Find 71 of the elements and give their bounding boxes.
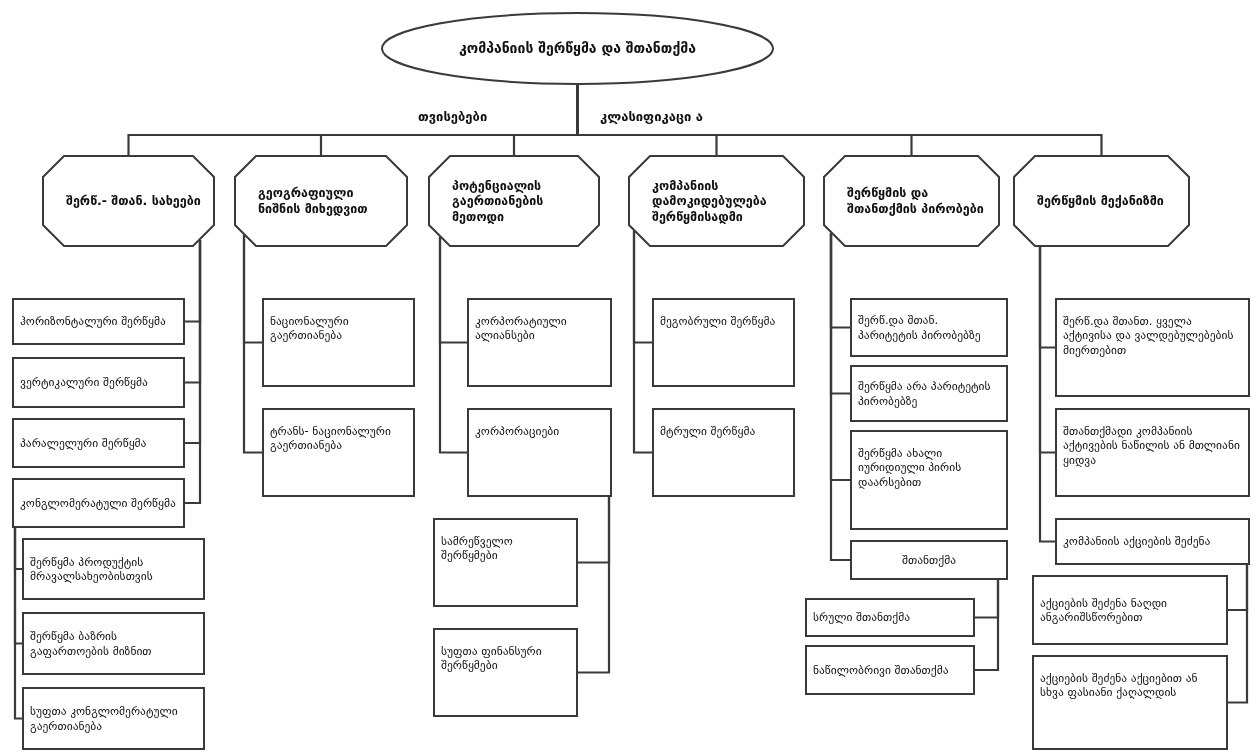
connector-line xyxy=(242,235,262,454)
box-text: შერწ.და შთან. პარიტეტის პირობებზე xyxy=(858,313,982,342)
category-box xyxy=(262,408,415,497)
category-heading: კომპანიის დამოკიდებულება შერწყმისადმი xyxy=(652,177,768,225)
connector-line xyxy=(632,231,652,454)
category-box xyxy=(262,298,415,387)
category-heading: შერწ.- შთან. სახეები xyxy=(66,193,201,209)
category-box xyxy=(12,298,185,345)
root-title: კომპანიის შერწყმა და შთანთქმა xyxy=(459,39,696,58)
box-text: შერწყმა ახალი იურიდიული პირის დაარსებით xyxy=(858,446,963,490)
category-box xyxy=(433,518,578,607)
category-box xyxy=(850,298,1008,357)
box-text: შთანთქმა xyxy=(902,552,956,568)
category-box xyxy=(805,598,975,637)
category-heading: გეოგრაფიული ნიშნის მიხედვით xyxy=(258,185,369,217)
box-text: აქციების შეძენა აქციებით ან სხვა ფასიანი ქაღალდის xyxy=(1040,671,1199,700)
category-box xyxy=(22,538,205,600)
category-box xyxy=(805,645,975,695)
box-text: მეგობრული შერწყმა xyxy=(660,314,776,329)
box-text: სამრეწველო შერწყმები xyxy=(441,534,514,563)
category-heading: პოტენციალის გაერთიანების მეთოდი xyxy=(452,177,545,225)
category-box xyxy=(1055,518,1250,565)
box-text: პარალელური შერწყმა xyxy=(20,435,147,451)
connector-line xyxy=(975,580,1000,672)
box-text: სუფთა ფინანსური შერწყმები xyxy=(441,644,543,673)
box-text: კორპორატიული ალიანსები xyxy=(475,314,568,343)
category-box xyxy=(1055,298,1250,397)
category-box xyxy=(12,357,185,408)
box-text: ვერტიკალური შერწყმა xyxy=(20,375,148,390)
connector-line xyxy=(185,240,202,505)
category-box xyxy=(12,418,185,468)
box-text: შთანთქმადი კომპანიის აქტივების ნაწილის ან მთლიანი ყიდვა xyxy=(1063,424,1241,468)
box-text: ნაციონალური გაერთიანება xyxy=(270,314,350,343)
connector-line xyxy=(578,497,611,674)
box-text: სრული შთანთქმა xyxy=(813,610,910,625)
box-text: კონგლომერატული შერწყმა xyxy=(20,495,176,511)
branch-label: კლასიფიკაცი ა xyxy=(600,109,704,124)
category-box xyxy=(850,365,1008,422)
branch-label: თვისებები xyxy=(418,109,488,124)
box-text: აქციების შეძენა ნაღდი ანგარიშსწორებით xyxy=(1040,595,1169,625)
category-box xyxy=(22,612,205,675)
category-box xyxy=(652,408,795,497)
box-text: შერწყმა პროდუქტის მრავალსახეობისთვის xyxy=(30,554,154,584)
category-box xyxy=(850,540,1008,580)
connector-line xyxy=(13,528,22,720)
category-box xyxy=(652,298,795,387)
box-text: შერწყმა არა პარიტეტის პირობებზე xyxy=(858,379,992,408)
category-box xyxy=(1055,408,1250,497)
box-text: ჰორიზონტალური შერწყმა xyxy=(20,314,166,329)
category-box xyxy=(12,478,185,528)
category-heading: შერწყმის და შთანთქმის პირობები xyxy=(847,185,985,217)
connector-line xyxy=(1038,247,1055,543)
connector-line xyxy=(438,237,467,454)
box-text: ტრანს- ნაციონალური გაერთიანება xyxy=(270,424,392,453)
box-text: სუფთა კონგლომერატული გაერთიანება xyxy=(30,704,179,733)
category-box xyxy=(1032,655,1228,750)
box-text: შერწ.და შთანთ. ყველა აქტივისა და ვალდებულებების მიერთებით xyxy=(1063,314,1235,358)
category-box xyxy=(467,408,612,497)
connector-line xyxy=(829,233,850,562)
box-text: ნაწილობრივი შთანთქმა xyxy=(813,662,949,678)
category-box xyxy=(1032,575,1228,645)
category-box xyxy=(433,628,578,717)
box-text: კორპორაციები xyxy=(475,424,560,439)
category-box xyxy=(850,430,1008,530)
category-box xyxy=(22,687,205,750)
category-box xyxy=(467,298,612,387)
box-text: მტრული შერწყმა xyxy=(660,424,756,439)
category-heading: შერწყმის მექანიზმი xyxy=(1037,193,1164,209)
connector-line xyxy=(1228,565,1249,704)
box-text: შერწყმა ბაზრის გაფართოების მიზნით xyxy=(30,629,153,658)
box-text: კომპანიის აქციების შეძენა xyxy=(1063,534,1211,549)
